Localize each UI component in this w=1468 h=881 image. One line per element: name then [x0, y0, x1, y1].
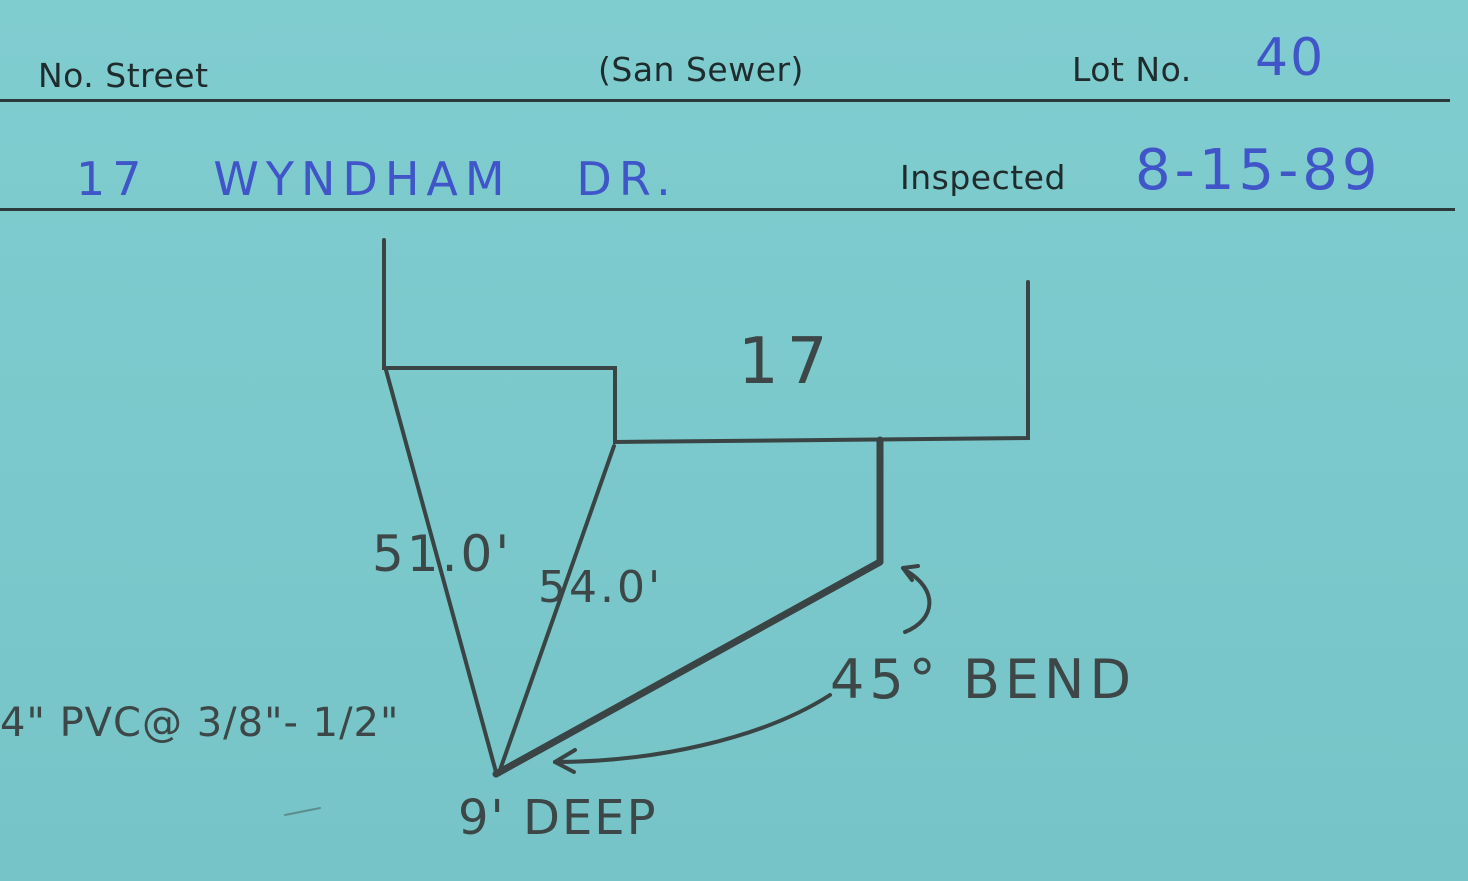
pipe-arrow-head: [553, 748, 577, 774]
house-number: 17: [738, 325, 836, 399]
dim-54: 54.0': [538, 562, 664, 613]
header-rule-top: [0, 99, 1450, 102]
type-label: (San Sewer): [598, 50, 804, 89]
lot-label: Lot No.: [1072, 50, 1192, 89]
bend-note: 45° BEND: [830, 648, 1137, 711]
address-value: 17 WYNDHAM DR.: [76, 152, 678, 206]
bend-arrow: [903, 568, 932, 634]
depth-note: 9' DEEP: [458, 790, 658, 846]
pipe-arrow: [553, 693, 832, 764]
dim-51: 51.0': [372, 525, 513, 583]
bend-arrow-head: [901, 564, 920, 582]
street-label: No. Street: [38, 56, 209, 95]
line-51: [384, 368, 498, 774]
faint-mark: [284, 807, 321, 816]
inspected-label: Inspected: [900, 158, 1066, 197]
lot-value: 40: [1255, 28, 1326, 88]
header-rule-bottom: [0, 208, 1455, 211]
line-54: [498, 444, 616, 772]
pipe-note: 4" PVC@ 3/8"- 1/2": [0, 700, 400, 746]
inspected-value: 8-15-89: [1135, 138, 1382, 203]
house-outline-left: [382, 238, 1030, 445]
service-run: [492, 558, 884, 778]
